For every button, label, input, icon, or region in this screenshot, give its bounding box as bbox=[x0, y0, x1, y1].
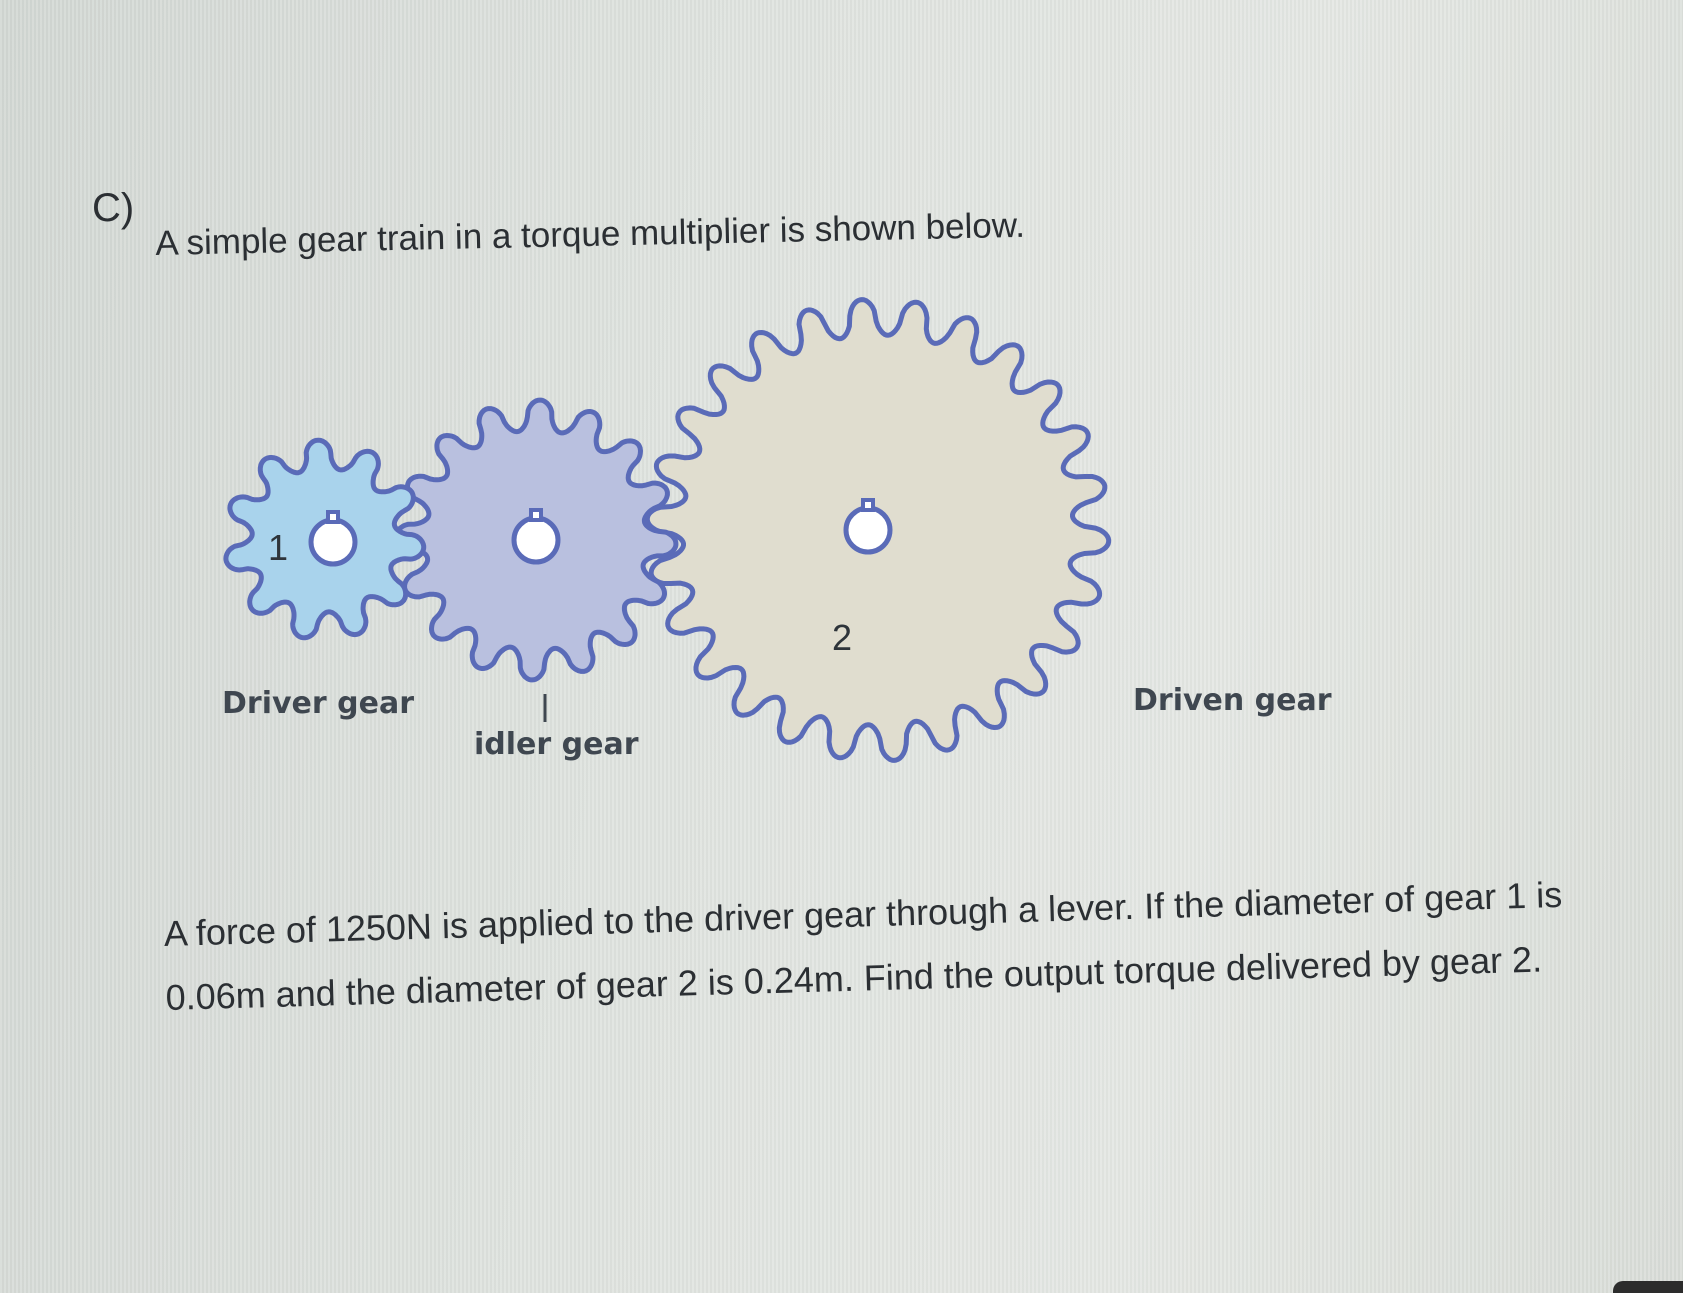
idler-gear-label: idler gear bbox=[474, 727, 639, 762]
driver-gear-label: Driver gear bbox=[222, 686, 414, 721]
question-label: C) bbox=[92, 186, 135, 230]
driven-gear-label: Driven gear bbox=[1133, 683, 1332, 718]
idler-shaft-hole bbox=[511, 508, 561, 565]
screen-bezel bbox=[1613, 1281, 1683, 1293]
driver-shaft-hole bbox=[308, 510, 358, 567]
gear-2-number: 2 bbox=[832, 617, 852, 658]
driven-shaft-hole bbox=[843, 498, 893, 555]
gear-1-number: 1 bbox=[268, 527, 288, 568]
